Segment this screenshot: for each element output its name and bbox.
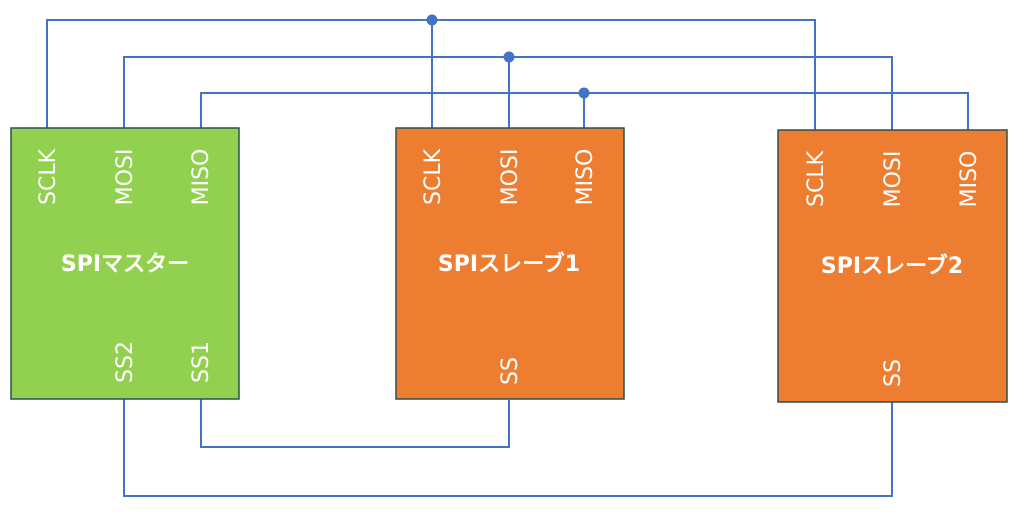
- slave2-pin-ss: SS: [881, 359, 906, 387]
- slave1-pin-sclk: SCLK: [421, 148, 446, 205]
- slave2-title: SPIスレーブ2: [821, 253, 963, 279]
- master-pin-sclk: SCLK: [36, 148, 61, 205]
- master-pin-ss2: SS2: [113, 341, 138, 383]
- miso-junction-dot: [578, 87, 590, 99]
- slave2-pin-miso: MISO: [957, 151, 982, 208]
- slave1-pin-ss: SS: [498, 357, 523, 385]
- sclk-junction-dot: [426, 14, 438, 26]
- spi-master-box: [10, 127, 240, 400]
- slave2-pin-sclk: SCLK: [804, 150, 829, 207]
- slave1-pin-mosi: MOSI: [498, 149, 523, 206]
- mosi-junction-dot: [503, 51, 515, 63]
- slave1-title: SPIスレーブ1: [438, 251, 580, 277]
- master-pin-miso: MISO: [189, 149, 214, 206]
- slave2-pin-mosi: MOSI: [881, 151, 906, 208]
- spi-slave2-box: [777, 129, 1008, 403]
- slave1-pin-miso: MISO: [573, 149, 598, 206]
- wires: [46, 14, 969, 497]
- sclk-wire: [46, 19, 816, 130]
- spi-slave2-block: SCLK MOSI MISO SPIスレーブ2 SS: [777, 129, 1008, 403]
- master-pin-ss1: SS1: [189, 341, 214, 383]
- spi-slave1-block: SCLK MOSI MISO SPIスレーブ1 SS: [395, 127, 625, 400]
- miso-wire: [200, 92, 969, 130]
- master-pin-mosi: MOSI: [113, 149, 138, 206]
- ss2-wire: [123, 399, 893, 497]
- spi-slave1-box: [395, 127, 625, 400]
- spi-master-block: SCLK MOSI MISO SPIマスター SS2 SS1: [10, 127, 240, 400]
- ss1-wire: [200, 399, 510, 448]
- master-title: SPIマスター: [61, 252, 189, 277]
